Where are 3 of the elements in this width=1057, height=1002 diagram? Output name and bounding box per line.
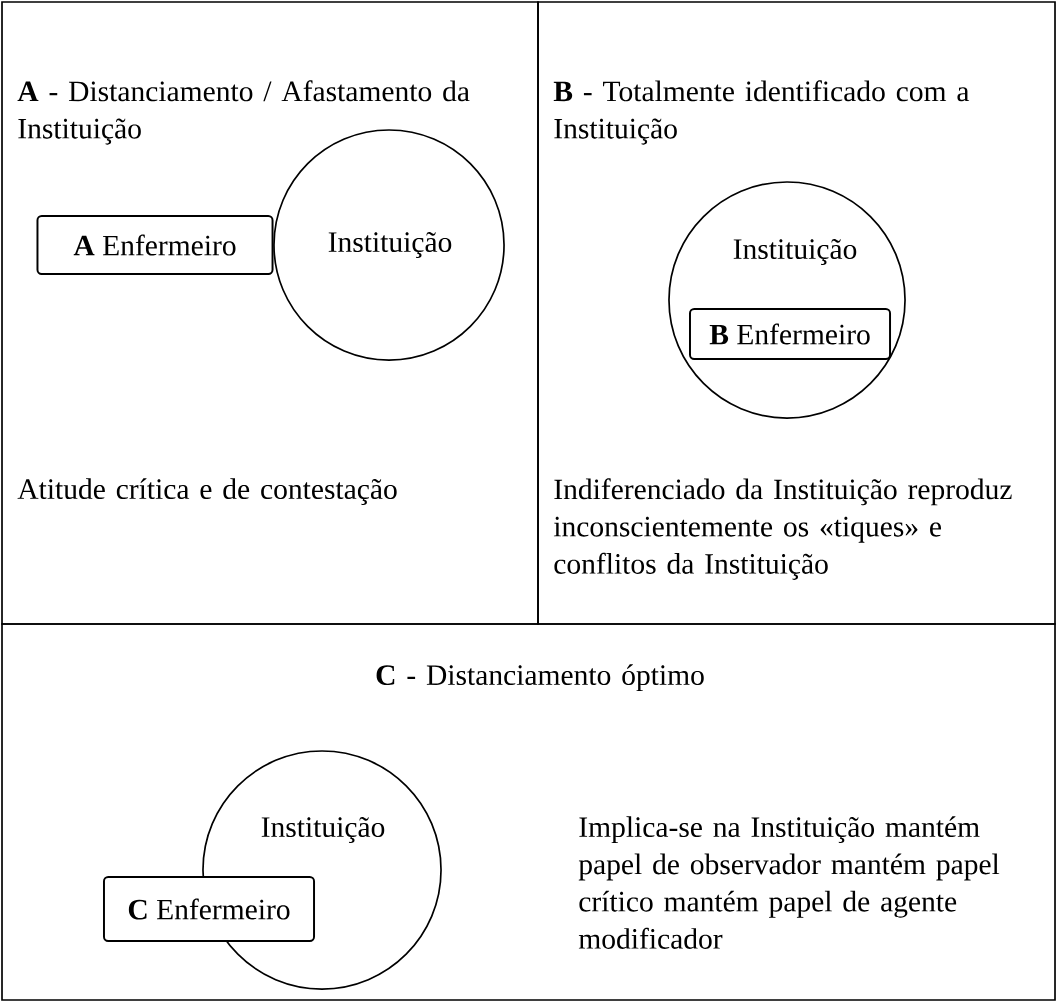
label-box: A Enfermeiro [36,215,274,275]
label-box: C Enfermeiro [103,876,315,942]
label-box: B Enfermeiro [689,308,892,360]
